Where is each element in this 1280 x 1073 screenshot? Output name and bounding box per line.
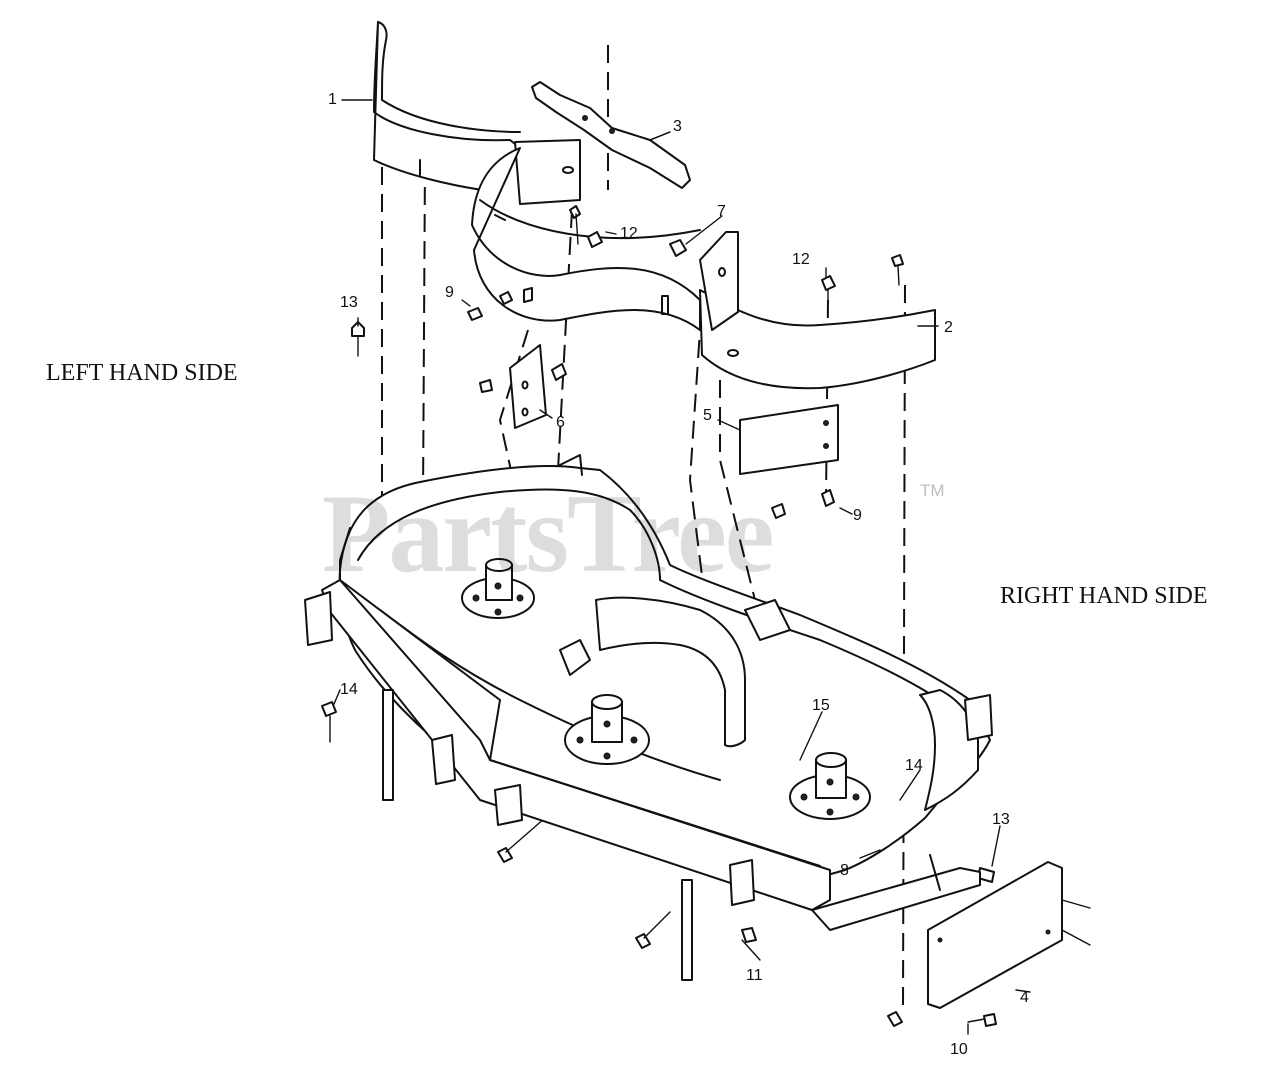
callout-11: 11 <box>746 967 763 984</box>
callout-2: 2 <box>944 319 953 336</box>
callout-9-right: 9 <box>853 507 862 524</box>
front-frame-rail <box>304 579 993 981</box>
callout-1: 1 <box>328 91 337 108</box>
spindle-right <box>789 752 871 820</box>
rear-bar <box>811 854 981 931</box>
callout-numbers: 1 2 3 4 5 6 7 8 9 9 10 11 12 12 13 13 14… <box>328 91 1029 1058</box>
part-4-plate <box>927 861 1091 1009</box>
callout-6: 6 <box>556 414 565 431</box>
watermark-trademark: TM <box>920 481 945 500</box>
callout-7: 7 <box>717 203 726 220</box>
callout-13-left: 13 <box>340 294 358 311</box>
callout-8: 8 <box>840 862 849 879</box>
callout-9-left: 9 <box>445 284 454 301</box>
center-curved-baffle <box>471 147 701 331</box>
spindle-center <box>564 694 650 765</box>
callout-leader-lines <box>333 99 1031 1035</box>
callout-13-right: 13 <box>992 811 1010 828</box>
callout-15: 15 <box>812 697 830 714</box>
callout-12-right: 12 <box>792 251 810 268</box>
callout-3: 3 <box>673 118 682 135</box>
spindle-left <box>461 558 535 619</box>
watermark-logo: PartsTree <box>322 472 775 596</box>
callout-5: 5 <box>703 407 712 424</box>
callout-14-left: 14 <box>340 681 358 698</box>
part-2-right-baffle <box>699 231 936 390</box>
left-hand-side-label: LEFT HAND SIDE <box>46 360 238 386</box>
part-5-bracket <box>739 404 839 475</box>
part-1-left-baffle <box>373 21 581 205</box>
part-6-bracket <box>509 344 547 429</box>
callout-14-right: 14 <box>905 757 923 774</box>
callout-4: 4 <box>1020 989 1029 1006</box>
callout-12-left: 12 <box>620 225 638 242</box>
right-hand-side-label: RIGHT HAND SIDE <box>1000 583 1208 609</box>
callout-10: 10 <box>950 1041 968 1058</box>
